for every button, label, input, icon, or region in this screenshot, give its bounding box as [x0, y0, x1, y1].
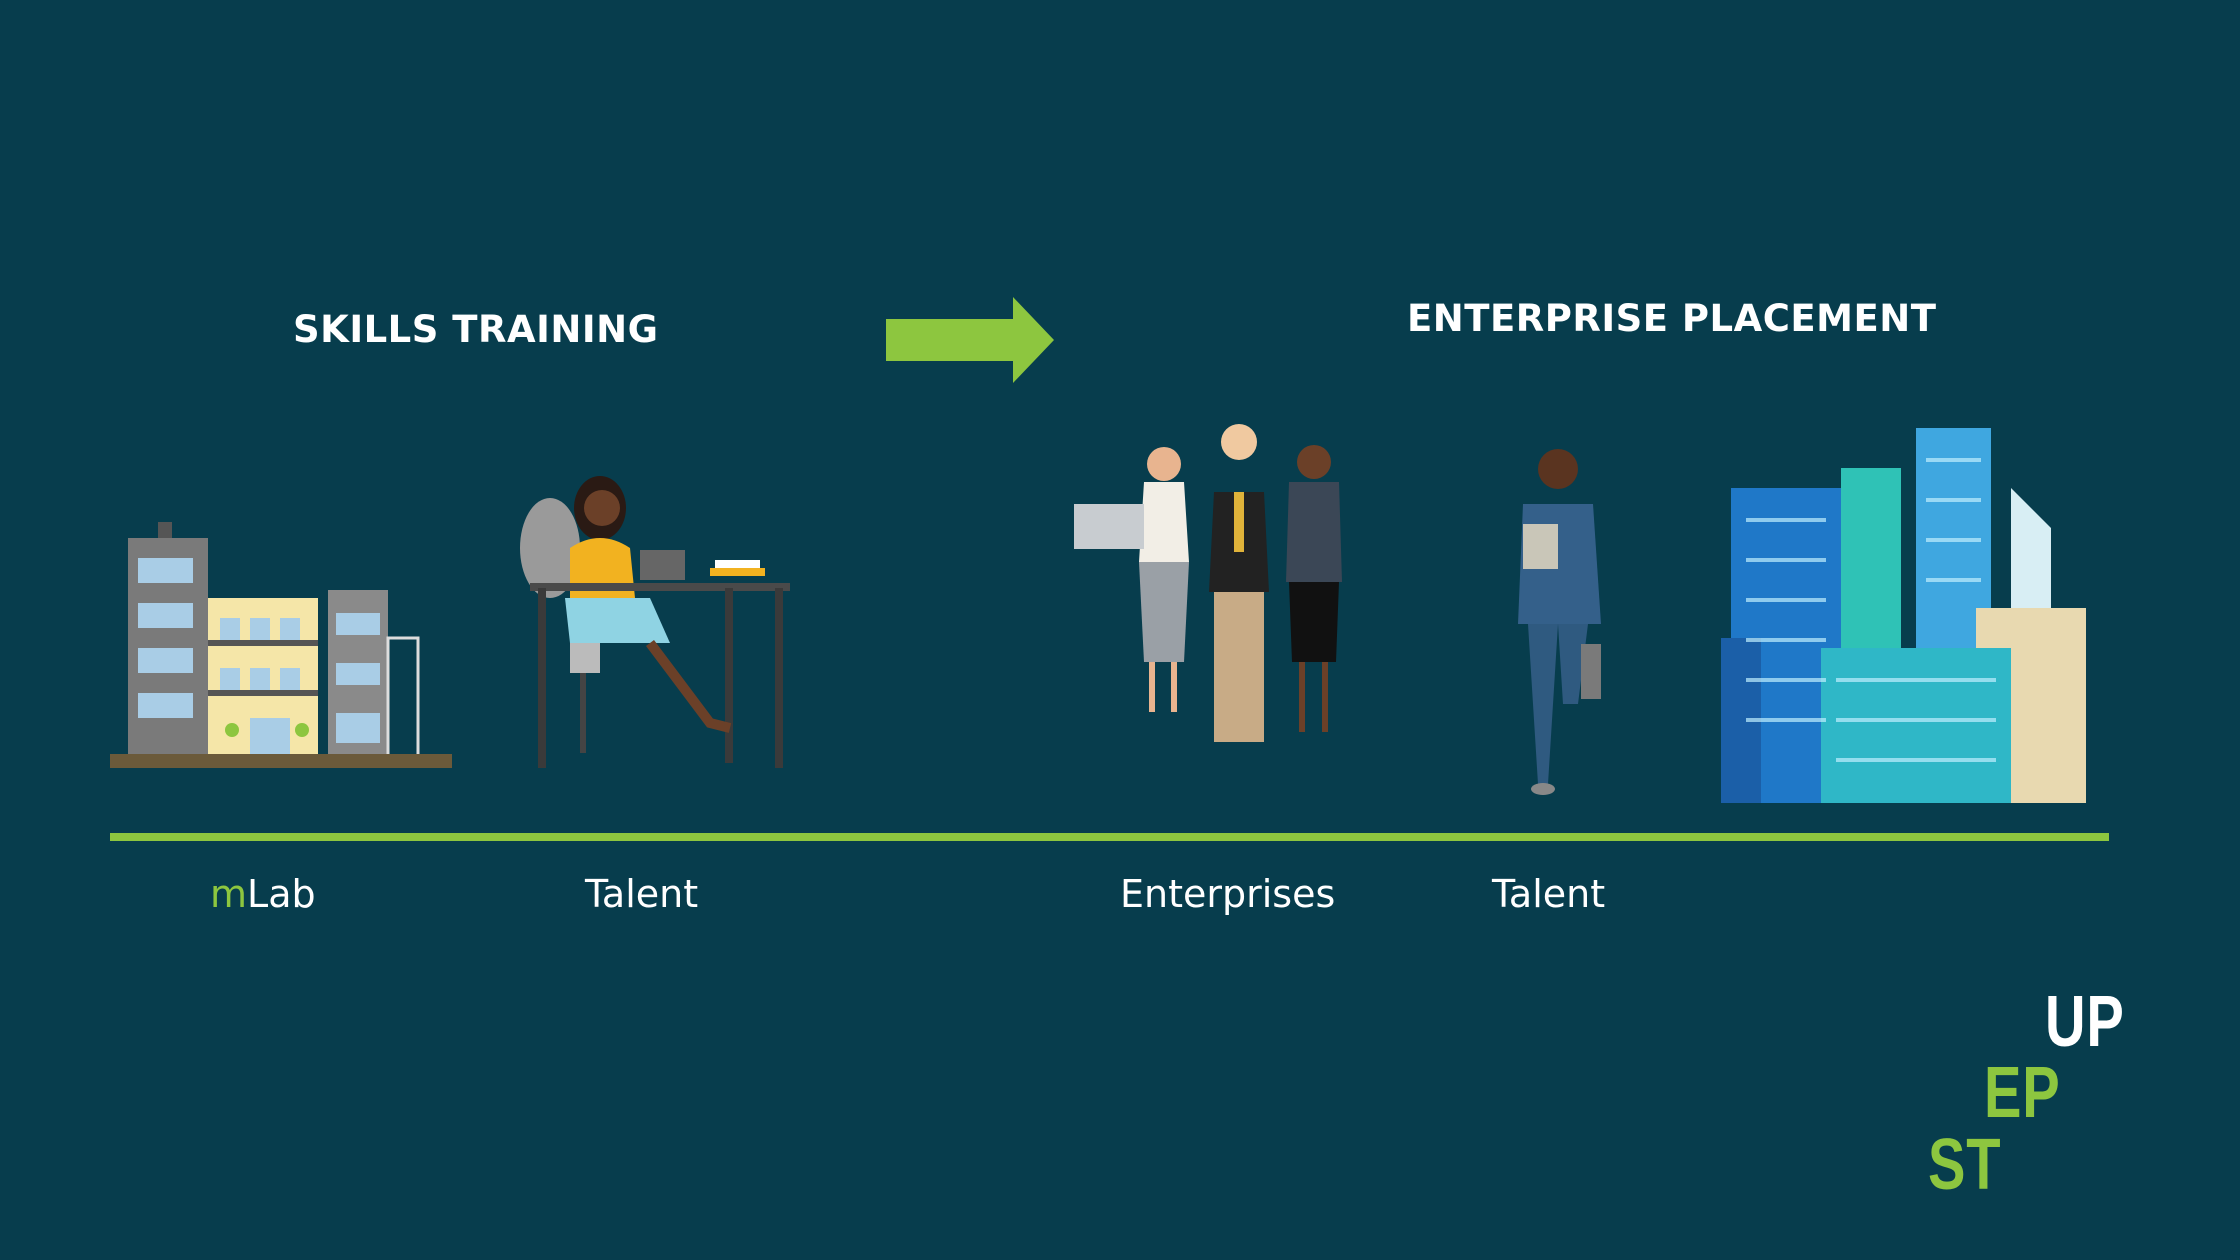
skills-training-heading: SKILLS TRAINING	[293, 308, 659, 351]
label-talent-right: Talent	[1492, 872, 1606, 916]
city-skyline-illustration	[1721, 428, 2086, 803]
label-talent-left: Talent	[585, 872, 699, 916]
arrow-right-icon	[886, 297, 1054, 383]
enterprises-group-illustration	[1074, 424, 1342, 742]
logo-st: ST	[1928, 1125, 2002, 1205]
logo-ep: EP	[1984, 1053, 2061, 1133]
walking-talent-illustration	[1518, 449, 1601, 795]
timeline-divider	[110, 833, 2109, 841]
enterprise-placement-heading: ENTERPRISE PLACEMENT	[1407, 297, 1937, 340]
woman-at-desk-illustration	[520, 476, 790, 768]
mlab-prefix: m	[210, 872, 248, 916]
logo-up: UP	[2045, 982, 2125, 1062]
mlab-suffix: Lab	[247, 872, 316, 916]
label-enterprises: Enterprises	[1120, 872, 1336, 916]
label-mlab: mLab	[210, 872, 316, 916]
mlab-building-illustration	[110, 522, 452, 768]
